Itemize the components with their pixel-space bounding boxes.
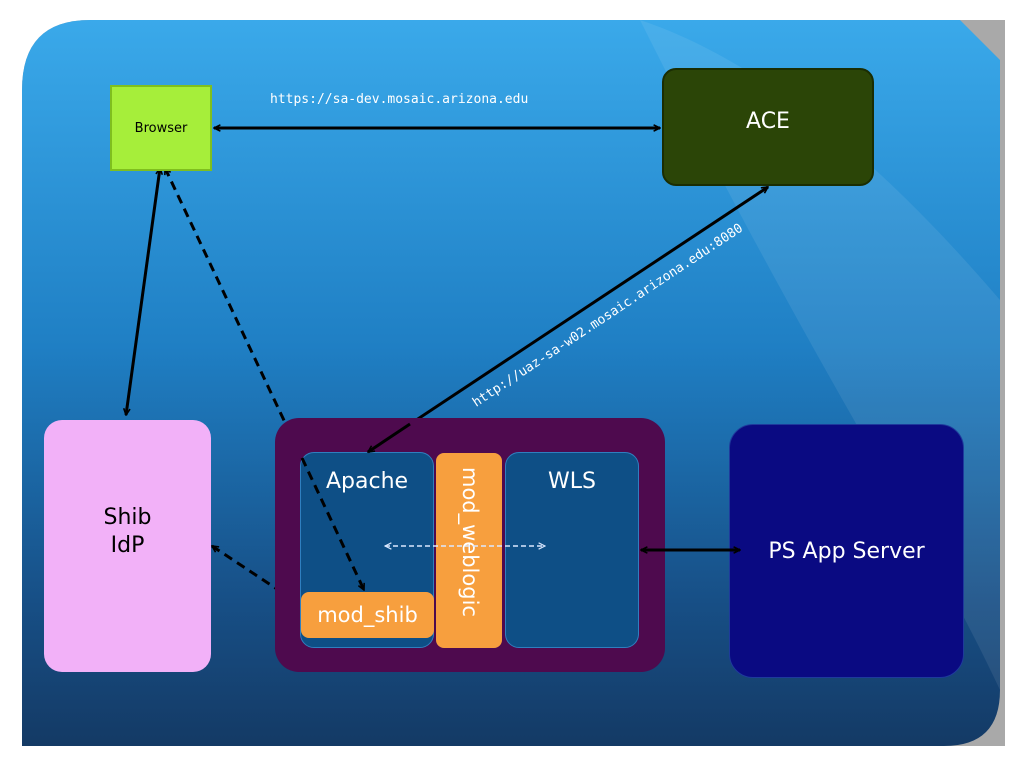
mod-shib-label: mod_shib [317, 603, 418, 627]
mod-weblogic-label: mod_weblogic [458, 467, 482, 617]
shib-idp-label-line1: Shib [103, 505, 152, 530]
shib-idp-label-line2: IdP [110, 533, 145, 558]
browser-label: Browser [134, 120, 188, 136]
link-browser-modshib [163, 168, 366, 590]
wls-node: WLS [505, 452, 639, 648]
apache-label: Apache [326, 469, 409, 494]
ps-app-server-node: PS App Server [729, 424, 964, 678]
mod-shib-node: mod_shib [301, 592, 434, 638]
ace-node: ACE [662, 68, 874, 186]
mod-weblogic-node: mod_weblogic [436, 453, 502, 648]
browser-ace-url-label: https://sa-dev.mosaic.arizona.edu [270, 92, 529, 107]
link-browser-shib [126, 168, 160, 415]
shib-idp-node: Shib IdP [44, 420, 211, 672]
ps-app-server-label: PS App Server [768, 538, 925, 564]
browser-node: Browser [110, 85, 212, 171]
ace-label: ACE [746, 108, 790, 134]
link-ace-apache [368, 185, 768, 454]
wls-label: WLS [548, 469, 596, 494]
link-shib-modshib [212, 544, 298, 605]
